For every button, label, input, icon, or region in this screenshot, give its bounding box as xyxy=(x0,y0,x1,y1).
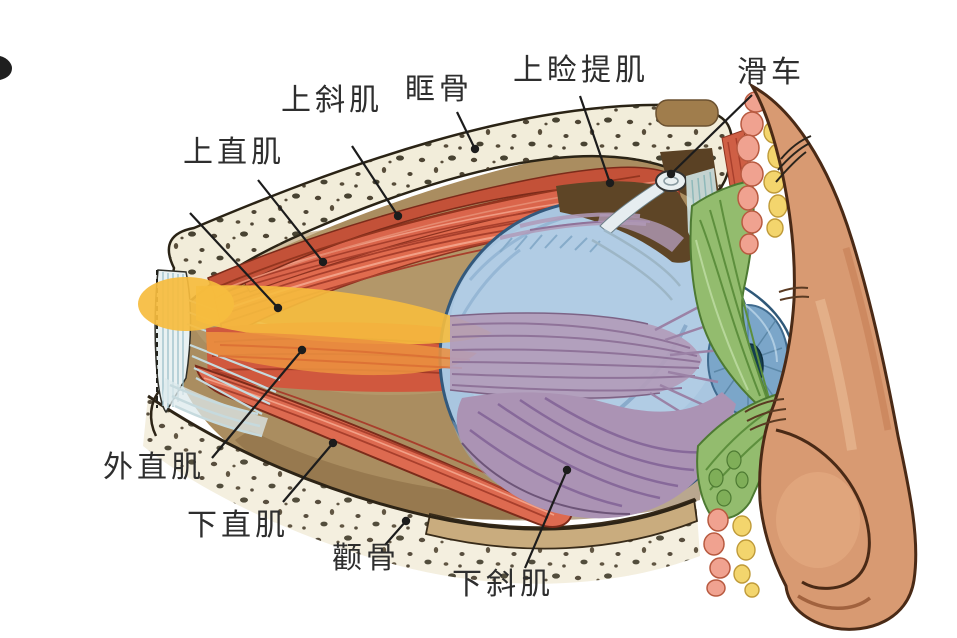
label-lateral-rectus: 外直肌 xyxy=(103,451,205,484)
left-edge-crop-artifact xyxy=(0,56,12,80)
lower-fat-pink xyxy=(703,508,731,597)
label-inferior-oblique: 下斜肌 xyxy=(452,568,554,601)
label-trochlea: 滑车 xyxy=(737,56,805,89)
lower-orbital-bone xyxy=(143,389,700,584)
label-superior-rectus: 上直肌 xyxy=(183,136,285,169)
trochlea-structure xyxy=(591,170,687,301)
lower-lid-crease xyxy=(744,398,787,431)
leader-lines xyxy=(189,94,753,569)
label-inferior-rectus: 下直肌 xyxy=(187,509,289,542)
nose xyxy=(744,82,918,631)
upper-eyelash-lines xyxy=(775,135,812,183)
label-zygomatic-bone: 颧骨 xyxy=(332,542,400,575)
nostril-outline xyxy=(775,428,871,590)
bone-marrow-blob xyxy=(655,99,719,127)
upper-lid-crease xyxy=(778,286,810,301)
label-orbital-bone: 眶骨 xyxy=(405,73,473,106)
muscle-insertions-mauve xyxy=(449,212,736,519)
lower-fat-yellow xyxy=(732,515,760,598)
label-levator-palpebrae: 上睑提肌 xyxy=(513,54,649,87)
label-superior-oblique: 上斜肌 xyxy=(281,84,383,117)
